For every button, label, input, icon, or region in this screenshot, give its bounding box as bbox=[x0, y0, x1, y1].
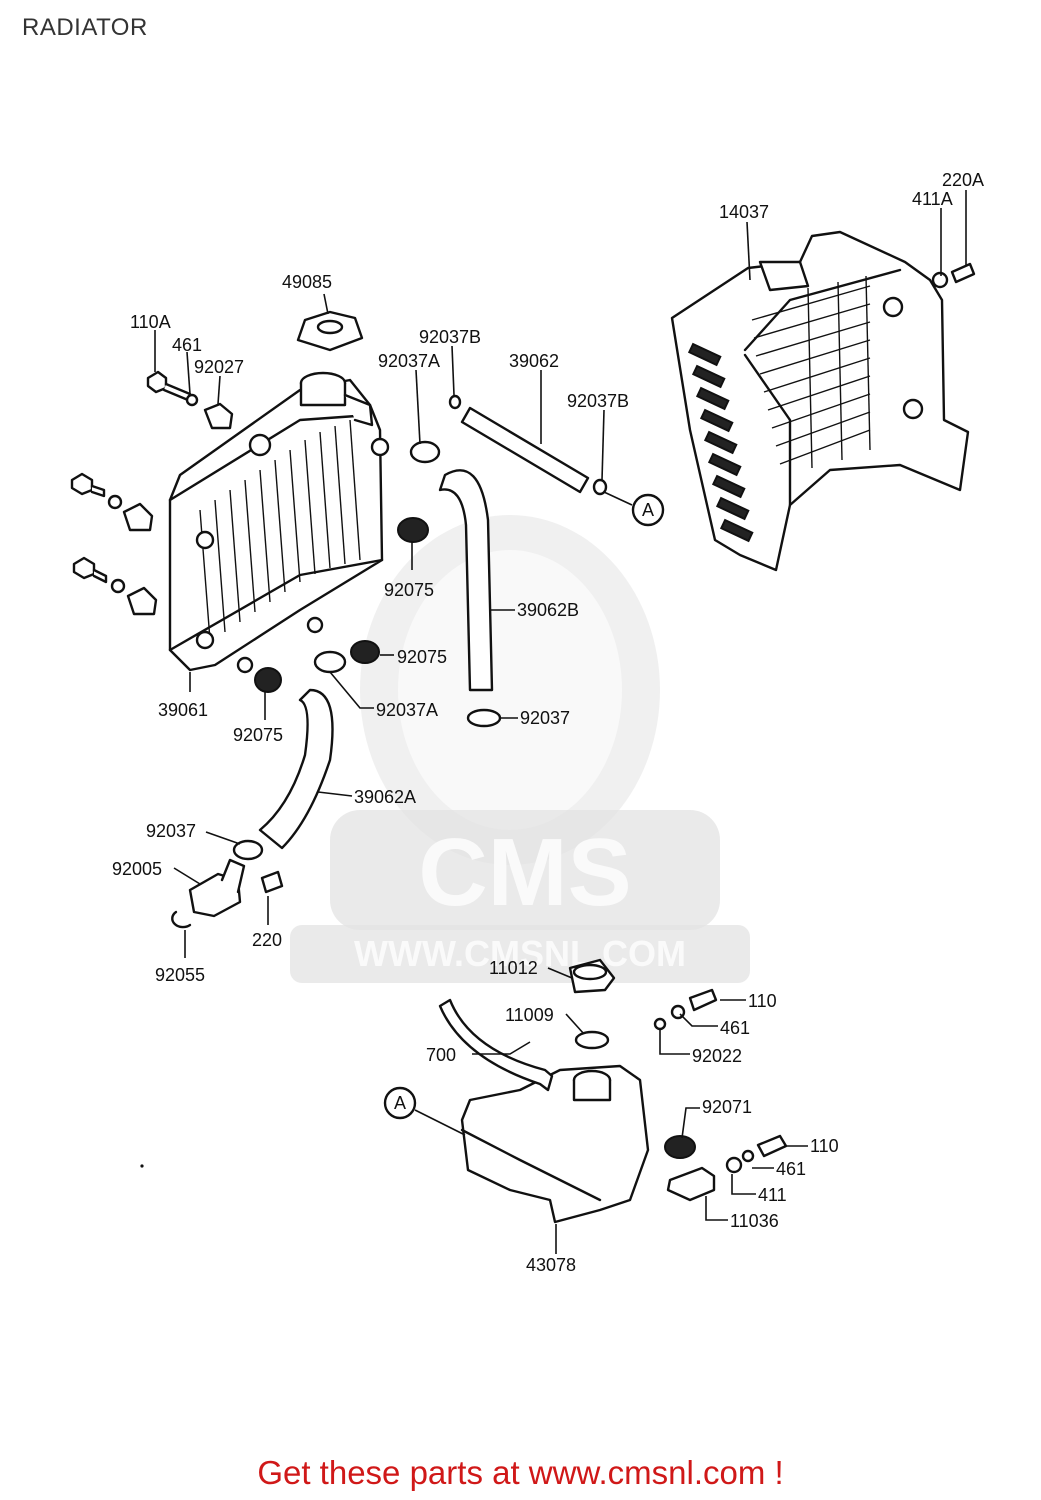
label-39062a: 39062A bbox=[354, 787, 416, 807]
label-92055: 92055 bbox=[155, 965, 205, 985]
radiator-cap bbox=[296, 310, 364, 352]
label-14037: 14037 bbox=[719, 202, 769, 222]
label-411: 411 bbox=[758, 1185, 787, 1205]
label-700: 700 bbox=[426, 1045, 456, 1065]
bolt-left-1 bbox=[70, 472, 154, 532]
radiator-core bbox=[168, 371, 390, 674]
label-220a: 220A bbox=[942, 170, 984, 190]
cms-watermark: CMS WWW.CMSNL.COM bbox=[290, 515, 750, 983]
label-43078: 43078 bbox=[526, 1255, 576, 1275]
hose-39062b bbox=[438, 469, 494, 692]
label-411a: 411A bbox=[912, 189, 953, 209]
label-220: 220 bbox=[252, 930, 282, 950]
label-110a: 110A bbox=[130, 312, 171, 332]
watermark-brand: CMS bbox=[418, 819, 631, 926]
label-92037b-2: 92037B bbox=[567, 391, 629, 411]
label-49085: 49085 bbox=[282, 272, 332, 292]
label-92037-2: 92037 bbox=[146, 821, 196, 841]
part-labels: 220A 411A 14037 49085 110A 461 92027 920… bbox=[112, 170, 984, 1275]
label-461-top: 461 bbox=[172, 335, 202, 355]
watermark-url: WWW.CMSNL.COM bbox=[354, 933, 686, 974]
label-92075-3: 92075 bbox=[233, 725, 283, 745]
label-39062b: 39062B bbox=[517, 600, 579, 620]
footer-link[interactable]: Get these parts at www.cmsnl.com ! bbox=[257, 1454, 784, 1491]
bolt-left-2 bbox=[72, 556, 158, 616]
label-92037a-2: 92037A bbox=[376, 700, 438, 720]
leader-lines bbox=[154, 190, 967, 1254]
label-92037a-1: 92037A bbox=[378, 351, 440, 371]
callout-a-bottom: A bbox=[383, 1086, 466, 1136]
label-92037b-1: 92037B bbox=[419, 327, 481, 347]
label-92075-1: 92075 bbox=[384, 580, 434, 600]
reserve-tank bbox=[438, 958, 650, 1224]
label-11009: 11009 bbox=[505, 1005, 554, 1025]
page-title: RADIATOR bbox=[22, 14, 148, 41]
label-92037-1: 92037 bbox=[520, 708, 570, 728]
hose-39062 bbox=[460, 406, 590, 494]
label-92022: 92022 bbox=[692, 1046, 742, 1066]
label-39061: 39061 bbox=[158, 700, 208, 720]
label-461-1: 461 bbox=[720, 1018, 750, 1038]
callout-a-bottom-label: A bbox=[394, 1093, 406, 1113]
label-92027: 92027 bbox=[194, 357, 244, 377]
fitting-92005 bbox=[171, 858, 284, 929]
label-92005: 92005 bbox=[112, 859, 162, 879]
label-39062: 39062 bbox=[509, 351, 559, 371]
label-110-2: 110 bbox=[810, 1136, 839, 1156]
radiator-shroud bbox=[670, 230, 970, 572]
hose-clamp bbox=[232, 394, 608, 861]
label-92071: 92071 bbox=[702, 1097, 752, 1117]
label-461-2: 461 bbox=[776, 1159, 806, 1179]
screw-220a bbox=[931, 262, 976, 289]
grommet-92075 bbox=[254, 517, 429, 693]
callout-a-right: A bbox=[603, 491, 665, 527]
stray-dot bbox=[140, 1164, 144, 1168]
label-11012: 11012 bbox=[489, 958, 538, 978]
label-11036: 11036 bbox=[730, 1211, 779, 1231]
callout-a-right-label: A bbox=[642, 500, 654, 520]
label-110-1: 110 bbox=[748, 991, 777, 1011]
label-92075-2: 92075 bbox=[397, 647, 447, 667]
bracket-11036 bbox=[653, 988, 788, 1202]
hose-39062a bbox=[258, 688, 334, 850]
bolt-110a bbox=[146, 370, 234, 430]
